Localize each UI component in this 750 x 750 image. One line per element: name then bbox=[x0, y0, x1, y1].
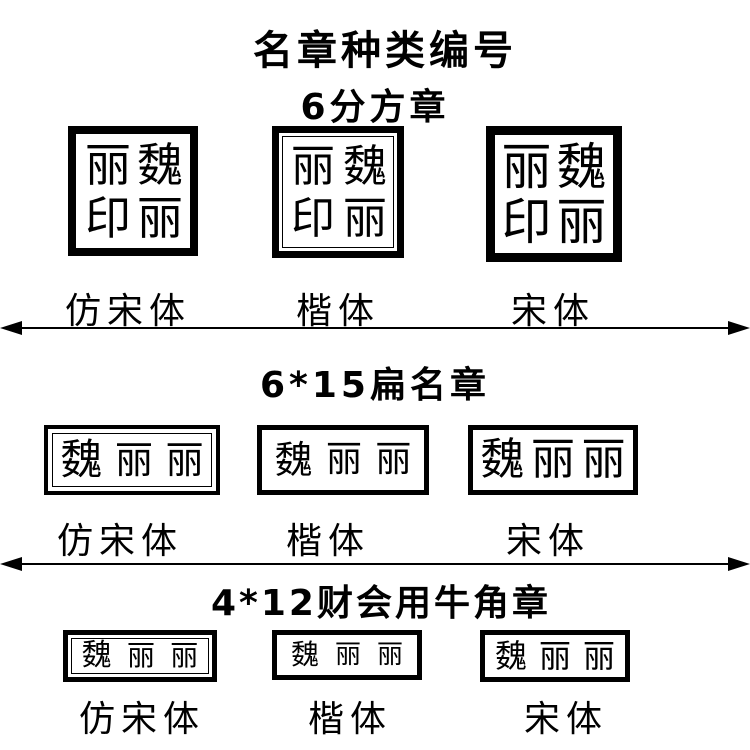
stamp-char: 丽 bbox=[581, 434, 626, 485]
stamp-char: 丽 bbox=[170, 639, 199, 672]
stamp-char: 丽 bbox=[582, 637, 615, 675]
stamp-char: 魏 bbox=[274, 438, 313, 482]
font-label-kai: 楷体 bbox=[285, 521, 371, 562]
flat-stamp-kai: 魏 丽 丽 bbox=[257, 425, 429, 495]
stamp-char: 丽 bbox=[334, 640, 361, 670]
stamp-char: 丽 bbox=[325, 439, 362, 480]
stamp-char: 魏 bbox=[290, 638, 319, 671]
stamp-char: 魏 bbox=[480, 434, 525, 485]
stamp-char: 丽 bbox=[85, 137, 131, 192]
stamp-char: 印 bbox=[291, 193, 335, 244]
section-heading-square-stamp: 6分方章 bbox=[300, 87, 450, 128]
font-label-kai: 楷体 bbox=[295, 291, 381, 332]
stamp-char: 丽 bbox=[501, 137, 552, 196]
font-label-fangsong: 仿宋体 bbox=[64, 291, 192, 332]
stamp-char: 丽 bbox=[114, 438, 153, 482]
stamp-char: 丽 bbox=[126, 639, 155, 672]
stamp-char: 丽 bbox=[530, 434, 575, 485]
square-stamp-kai: 丽 魏 印 丽 bbox=[272, 126, 404, 258]
stamp-char: 丽 bbox=[137, 190, 183, 245]
font-label-song: 宋体 bbox=[510, 291, 596, 332]
stamp-char: 丽 bbox=[375, 439, 412, 480]
font-label-kai: 楷体 bbox=[307, 699, 393, 740]
font-label-fangsong: 仿宋体 bbox=[78, 699, 206, 740]
square-stamp-song: 丽 魏 印 丽 bbox=[486, 126, 622, 262]
double-arrow-icon bbox=[0, 557, 750, 571]
stamp-char: 丽 bbox=[165, 438, 204, 482]
stamp-char: 魏 bbox=[343, 141, 387, 192]
section-heading-flat-stamp: 6*15扁名章 bbox=[260, 365, 490, 406]
stamp-char: 丽 bbox=[376, 640, 403, 670]
stamp-char: 魏 bbox=[60, 435, 103, 484]
stamp-char: 魏 bbox=[137, 137, 183, 192]
section-heading-finance-stamp: 4*12财会用牛角章 bbox=[211, 583, 551, 624]
stamp-char: 魏 bbox=[556, 137, 607, 196]
stamp-char: 魏 bbox=[494, 637, 527, 675]
page-title: 名章种类编号 bbox=[253, 28, 517, 74]
stamp-char: 丽 bbox=[556, 192, 607, 251]
stamp-char: 丽 bbox=[343, 193, 387, 244]
font-label-song: 宋体 bbox=[505, 521, 591, 562]
flat-stamp-fangsong: 魏 丽 丽 bbox=[44, 425, 220, 495]
stamp-char: 印 bbox=[501, 192, 552, 251]
stamp-char: 丽 bbox=[538, 637, 571, 675]
square-stamp-fangsong: 丽 魏 印 丽 bbox=[68, 126, 198, 256]
stamp-char: 魏 bbox=[81, 638, 112, 673]
flat-stamp-song: 魏 丽 丽 bbox=[468, 425, 638, 495]
finance-stamp-kai: 魏 丽 丽 bbox=[272, 630, 422, 680]
finance-stamp-fangsong: 魏 丽 丽 bbox=[63, 630, 217, 682]
font-label-fangsong: 仿宋体 bbox=[56, 521, 184, 562]
finance-stamp-song: 魏 丽 丽 bbox=[480, 630, 630, 682]
stamp-char: 印 bbox=[85, 190, 131, 245]
stamp-char: 丽 bbox=[291, 141, 335, 192]
font-label-song: 宋体 bbox=[523, 699, 609, 740]
double-arrow-icon bbox=[0, 321, 750, 335]
